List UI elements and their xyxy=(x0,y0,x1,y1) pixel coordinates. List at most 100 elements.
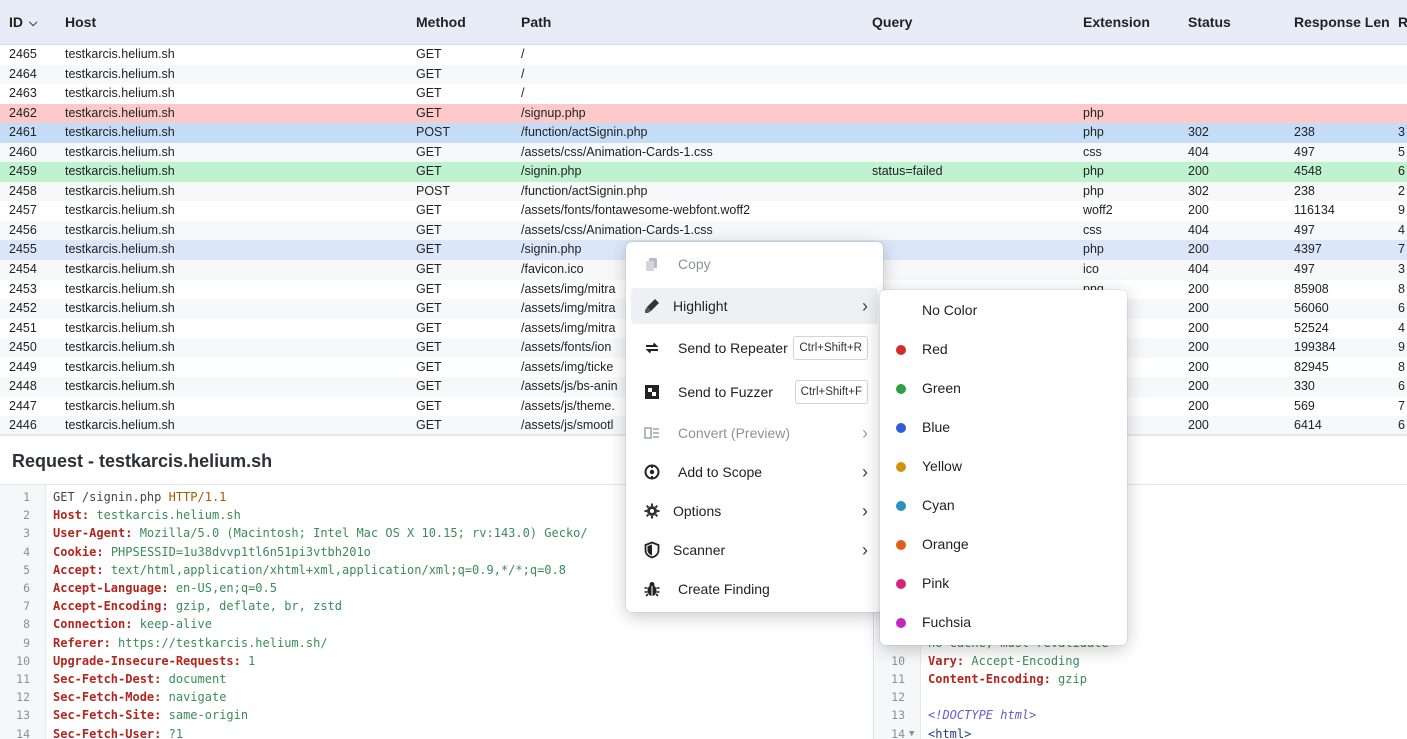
cell-len: 56060 xyxy=(1294,301,1329,316)
highlight-option-label: Cyan xyxy=(922,497,955,513)
highlight-option-label: Blue xyxy=(922,419,951,435)
column-header-status[interactable]: Status xyxy=(1188,14,1231,30)
menu-item-copy[interactable]: Copy xyxy=(631,246,878,282)
cell-status xyxy=(1188,84,1288,104)
highlight-option-fuchsia[interactable]: Fuchsia xyxy=(880,603,1127,642)
cell-len xyxy=(1294,65,1390,85)
cell-len: 82945 xyxy=(1294,359,1329,374)
menu-item-create-finding[interactable]: Create Finding xyxy=(631,571,878,607)
highlight-option-green[interactable]: Green xyxy=(880,369,1127,408)
gear-icon xyxy=(644,503,660,519)
header-name: Referer xyxy=(53,635,104,650)
cell-method: GET xyxy=(416,262,442,277)
cell-id: 2453 xyxy=(9,281,37,296)
menu-item-send-to-fuzzer[interactable]: Send to Fuzzer Ctrl+Shift+F xyxy=(631,374,878,410)
menu-item-highlight[interactable]: Highlight › xyxy=(631,288,878,324)
header-colon: : xyxy=(103,635,111,650)
cell-status: 200 xyxy=(1188,242,1209,257)
code-text: Sec-Fetch-Dest: document xyxy=(53,670,226,688)
header-name: Accept-Encoding xyxy=(53,599,162,614)
highlight-option-no-color[interactable]: No Color xyxy=(880,291,1127,330)
highlight-option-yellow[interactable]: Yellow xyxy=(880,447,1127,486)
header-name: Sec-Fetch-Site xyxy=(53,708,155,723)
sort-descending-icon[interactable]: ⌵ xyxy=(29,17,38,29)
code-text: Sec-Fetch-Mode: navigate xyxy=(53,688,226,706)
column-header-extension[interactable]: Extension xyxy=(1083,14,1150,30)
header-value: document xyxy=(161,672,227,686)
cell-len: 497 xyxy=(1294,262,1315,277)
line-number: 9 xyxy=(23,635,30,650)
header-name: Vary xyxy=(928,653,957,668)
cell-path: /signin.php xyxy=(521,164,582,179)
cell-ext: php xyxy=(1083,183,1104,198)
header-colon: : xyxy=(81,508,90,523)
cell-host: testkarcis.helium.sh xyxy=(65,262,175,277)
code-text: Sec-Fetch-Site: same-origin xyxy=(53,706,248,724)
cell-host: testkarcis.helium.sh xyxy=(65,203,175,218)
header-value: PHPSESSID=1u38dvvp1tl6n51pi3vtbh201o xyxy=(103,544,371,559)
cell-path: /assets/css/Animation-Cards-1.css xyxy=(521,222,713,237)
header-colon: : xyxy=(161,599,169,614)
column-header-host[interactable]: Host xyxy=(65,14,97,30)
header-name: Sec-Fetch-User xyxy=(53,726,155,739)
menu-item-options[interactable]: Options › xyxy=(631,493,878,529)
code-text: Host: testkarcis.helium.sh xyxy=(53,506,241,524)
cell-host: testkarcis.helium.sh xyxy=(65,340,175,355)
menu-item-convert[interactable]: Convert (Preview) › xyxy=(631,415,878,451)
column-header-method[interactable]: Method xyxy=(416,14,466,30)
fold-toggle-icon[interactable]: ▼ xyxy=(909,728,915,739)
cell-status xyxy=(1188,104,1288,124)
cell-id: 2454 xyxy=(9,262,37,277)
cell-r: 6 xyxy=(1398,418,1405,433)
cell-path: /assets/js/bs-anin xyxy=(521,379,618,394)
highlight-option-pink[interactable]: Pink xyxy=(880,564,1127,603)
cell-method: GET xyxy=(416,144,442,159)
highlight-option-orange[interactable]: Orange xyxy=(880,525,1127,564)
cell-method: GET xyxy=(416,66,442,81)
cell-status: 200 xyxy=(1188,379,1209,394)
cell-method: GET xyxy=(416,398,442,413)
color-dot-icon xyxy=(896,618,906,628)
highlight-option-label: Red xyxy=(922,341,948,357)
cell-path: /favicon.ico xyxy=(521,262,584,277)
column-header-query[interactable]: Query xyxy=(872,14,913,30)
column-header-r[interactable]: R xyxy=(1398,14,1407,30)
line-number: 11 xyxy=(891,672,905,686)
highlight-option-blue[interactable]: Blue xyxy=(880,408,1127,447)
cell-status xyxy=(1188,65,1288,85)
cell-status: 302 xyxy=(1188,183,1209,198)
highlight-option-red[interactable]: Red xyxy=(880,330,1127,369)
cell-method: GET xyxy=(416,203,442,218)
menu-item-send-to-repeater[interactable]: Send to Repeater Ctrl+Shift+R xyxy=(631,330,878,366)
header-colon: : xyxy=(154,672,162,686)
line-number: 10 xyxy=(891,653,905,668)
column-header-path[interactable]: Path xyxy=(521,14,552,30)
cell-method: GET xyxy=(416,301,442,316)
highlight-option-label: Pink xyxy=(922,575,950,591)
menu-item-scanner[interactable]: Scanner › xyxy=(631,532,878,568)
highlight-option-cyan[interactable]: Cyan xyxy=(880,486,1127,525)
cell-status: 404 xyxy=(1188,144,1209,159)
column-header-id[interactable]: ID⌵ xyxy=(9,0,59,45)
menu-item-add-to-scope[interactable]: Add to Scope › xyxy=(631,454,878,490)
column-header-response-length[interactable]: Response Leng xyxy=(1294,14,1390,30)
